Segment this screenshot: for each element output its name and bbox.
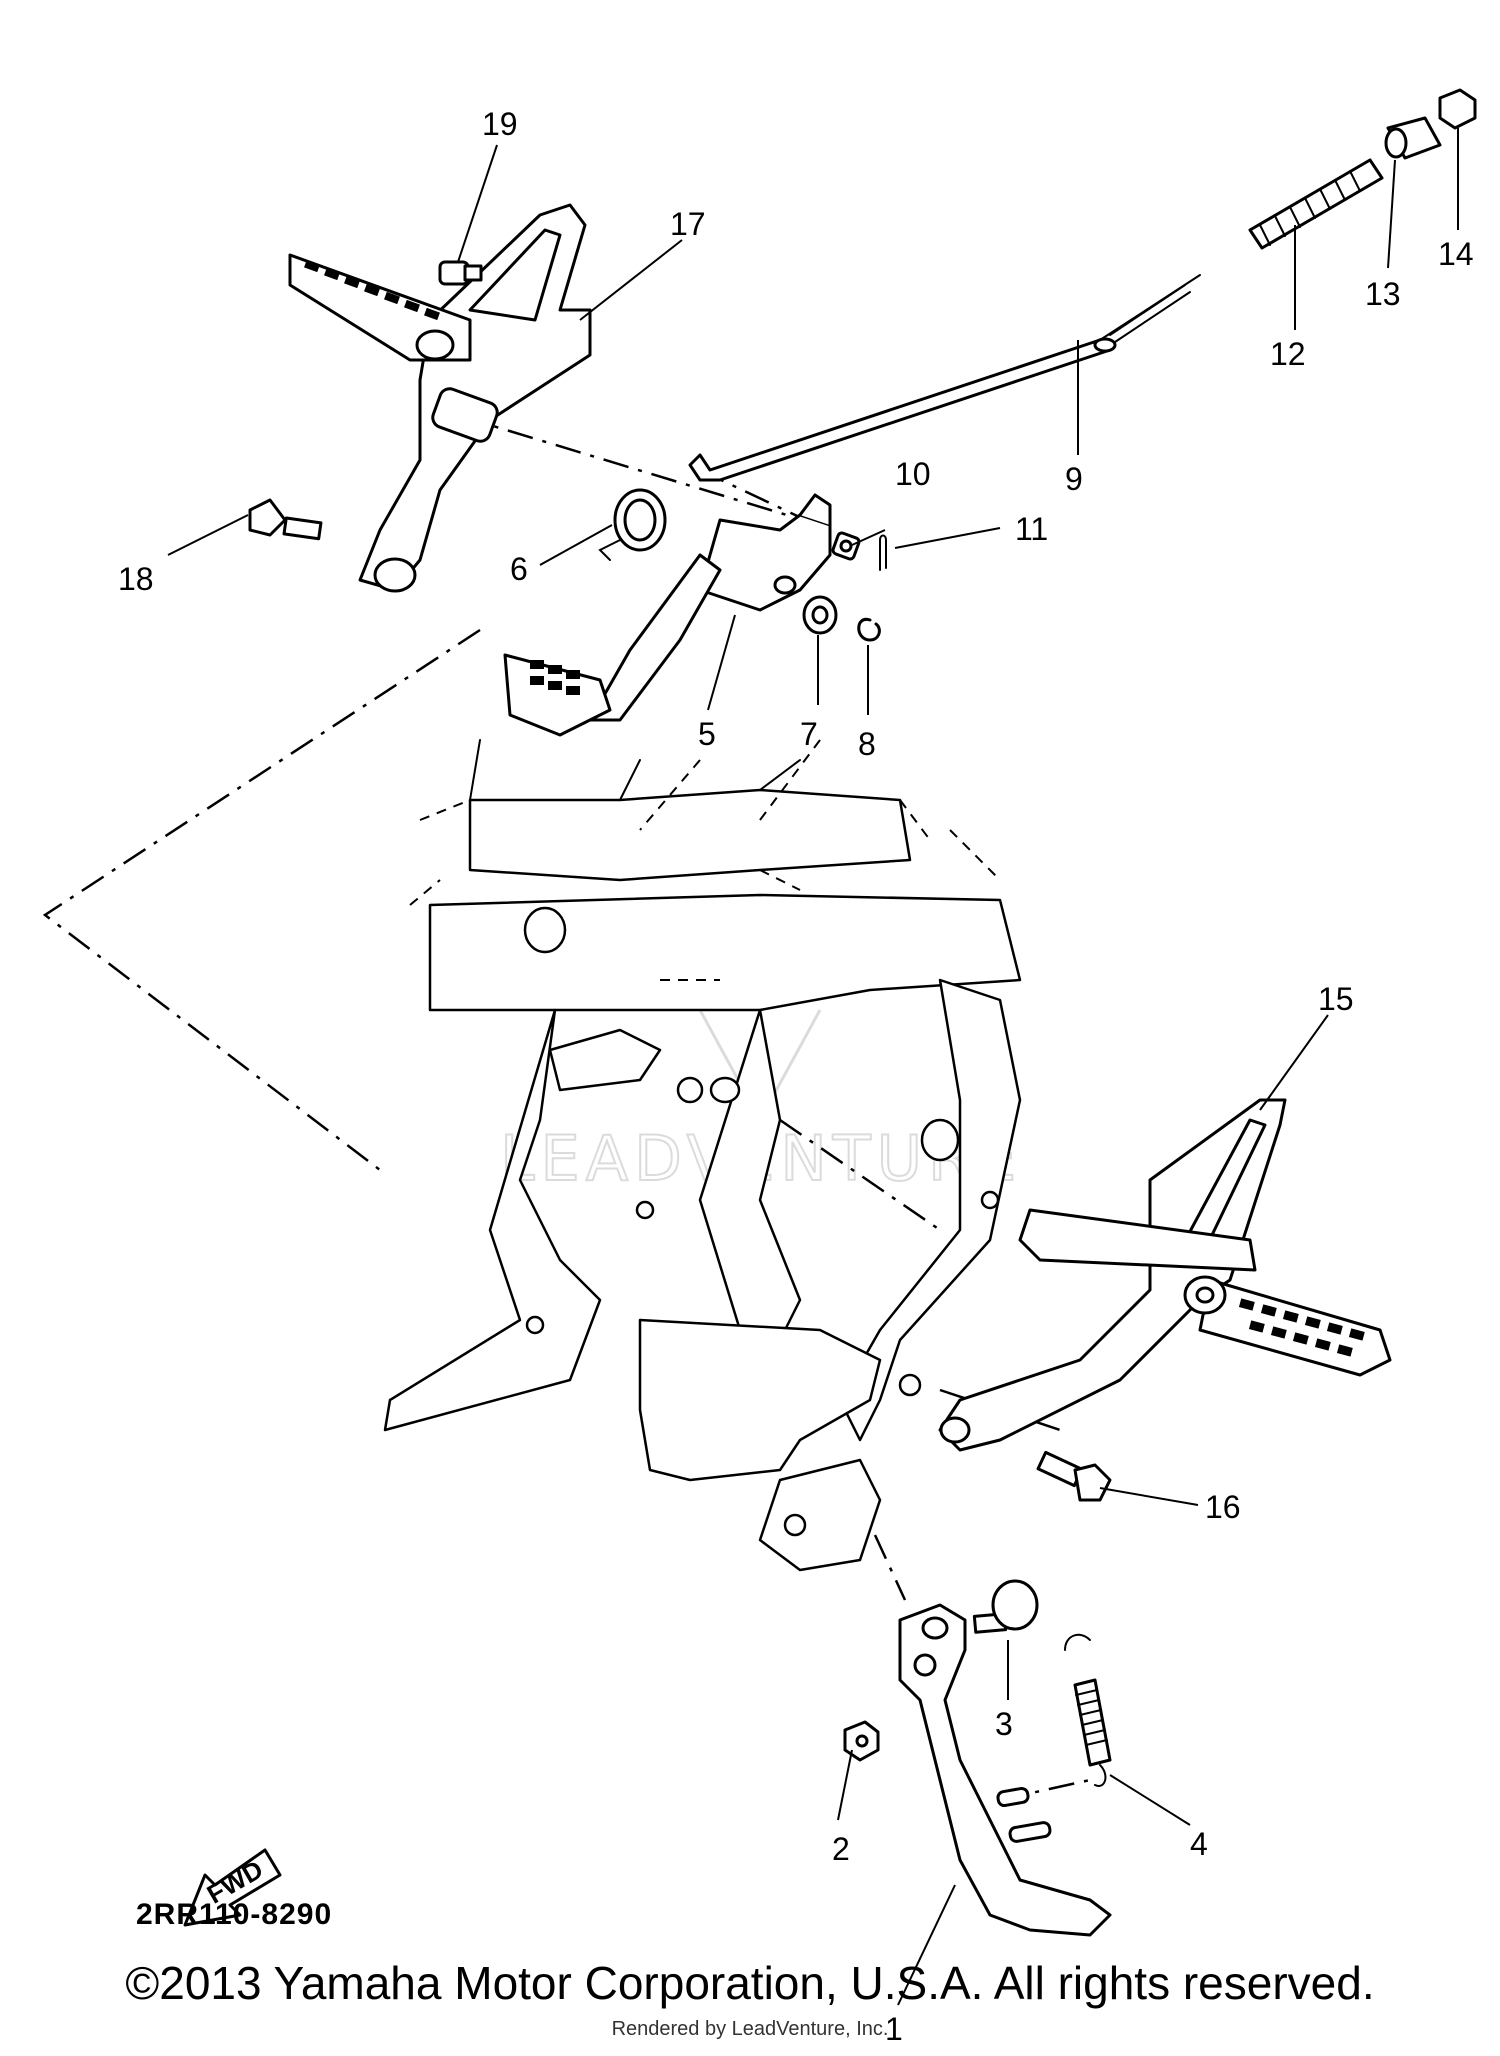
callout-6: 6 — [510, 551, 528, 587]
part-10-nut — [832, 532, 860, 560]
part-7-washer-hole — [813, 607, 827, 623]
frame — [385, 740, 1020, 1570]
part-16-bolt — [1038, 1452, 1110, 1500]
part-12-spring — [1250, 160, 1382, 248]
rendered-by-notice: Rendered by LeadVenture, Inc. — [611, 2018, 889, 2040]
part-9-brake-rod — [690, 275, 1200, 480]
callout-19: 19 — [482, 106, 518, 142]
part-1-sidestand — [900, 1605, 1110, 1935]
callout-13: 13 — [1365, 276, 1401, 312]
callout-labels: 1 2 3 4 5 6 7 8 9 10 11 12 13 14 15 16 1… — [118, 106, 1474, 2047]
part-5-brake-pedal — [505, 495, 830, 735]
callout-18: 18 — [118, 561, 154, 597]
callout-12: 12 — [1270, 336, 1306, 372]
part-14-nut — [1440, 90, 1475, 128]
callout-8: 8 — [858, 726, 876, 762]
part-19-bolt — [440, 262, 481, 284]
part-8-clip — [859, 619, 880, 640]
callout-11: 11 — [1015, 511, 1048, 547]
leader-lines — [168, 128, 1458, 2005]
callout-15: 15 — [1318, 981, 1354, 1017]
part-6-return-spring — [600, 490, 665, 560]
callout-9: 9 — [1065, 461, 1083, 497]
diagram-code: 2RR110-8290 — [136, 1898, 333, 1931]
callout-10: 10 — [895, 456, 931, 492]
assembly-guide-lines — [45, 416, 1090, 1800]
part-3-pivot-bolt — [974, 1581, 1037, 1632]
callout-14: 14 — [1438, 236, 1474, 272]
part-18-bolt — [250, 500, 321, 539]
part-17-footrest-bracket-left — [290, 205, 590, 591]
callout-16: 16 — [1205, 1489, 1241, 1525]
part-13-collar — [1386, 118, 1440, 158]
callout-4: 4 — [1190, 1826, 1208, 1862]
callout-3: 3 — [995, 1706, 1013, 1742]
callout-2: 2 — [832, 1831, 850, 1867]
part-2-nut — [845, 1722, 878, 1760]
callout-1: 1 — [885, 2011, 903, 2047]
callout-5: 5 — [698, 716, 716, 752]
part-11-cotter-pin — [880, 536, 886, 571]
callout-7: 7 — [800, 716, 818, 752]
part-15-footrest-bracket-right — [940, 1100, 1390, 1450]
callout-17: 17 — [670, 206, 706, 242]
copyright-notice: ©2013 Yamaha Motor Corporation, U.S.A. A… — [125, 1957, 1375, 2009]
part-4-sidestand-spring — [1065, 1635, 1110, 1786]
